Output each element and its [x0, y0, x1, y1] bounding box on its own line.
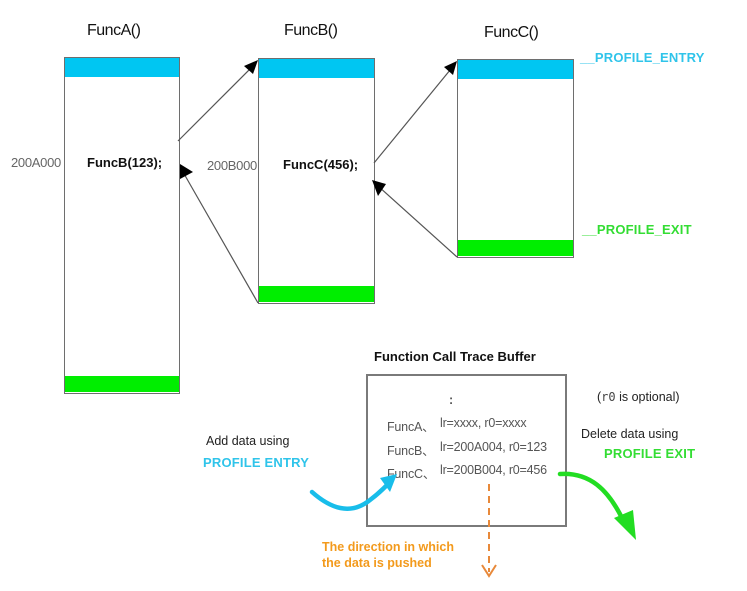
direction-note-line1: The direction in which	[322, 540, 454, 554]
trace-buffer	[366, 374, 567, 527]
call-arrow-a-to-b	[177, 62, 257, 142]
funca-title: FuncA()	[87, 22, 141, 39]
r0-optional-note: (r0 is optional)	[597, 390, 680, 404]
return-arrow-b-to-a	[182, 171, 259, 304]
return-arrow-c-to-b	[377, 185, 458, 258]
r0-register: r0	[601, 390, 616, 404]
add-data-arrowhead-icon	[380, 474, 397, 492]
buffer-row-values: lr=200A004, r0=123	[440, 440, 547, 454]
push-direction-arrowhead-icon	[481, 564, 497, 578]
funcb-frame	[258, 58, 375, 304]
funcc-exit-band	[458, 240, 573, 256]
funcc-frame	[457, 59, 574, 258]
funca-address: 200A000	[11, 155, 61, 170]
add-data-note: Add data using	[206, 434, 290, 448]
funcb-exit-band	[259, 286, 374, 302]
arrowhead-icon	[244, 60, 258, 74]
direction-note-line2: the data is pushed	[322, 556, 432, 570]
funcc-title: FuncC()	[484, 24, 539, 41]
funcb-address: 200B000	[207, 158, 257, 173]
funca-entry-band	[65, 58, 179, 77]
add-data-keyword: PROFILE ENTRY	[203, 455, 310, 470]
delete-data-arrow	[557, 471, 625, 521]
arrowhead-icon	[180, 164, 193, 179]
buffer-row-func: FuncC、	[387, 467, 436, 481]
buffer-title: Function Call Trace Buffer	[374, 349, 536, 364]
buffer-row-values: lr=200B004, r0=456	[440, 463, 547, 477]
delete-data-arrowhead-icon	[614, 510, 636, 540]
funca-frame	[64, 57, 180, 394]
call-arrow-b-to-c	[373, 63, 456, 164]
add-data-arrow	[309, 483, 389, 511]
delete-data-note: Delete data using	[581, 427, 679, 441]
arrowhead-icon	[372, 180, 386, 196]
delete-data-keyword: PROFILE EXIT	[604, 446, 696, 461]
arrowhead-icon	[444, 61, 457, 75]
funcb-title: FuncB()	[284, 22, 338, 39]
profile-exit-label: __PROFILE_EXIT	[582, 222, 692, 237]
buffer-row-func: FuncB、	[387, 444, 435, 458]
funcb-entry-band	[259, 59, 374, 78]
funcc-entry-band	[458, 60, 573, 79]
buffer-row-func: FuncA、	[387, 420, 435, 434]
funcb-call-text: FuncC(456);	[283, 157, 359, 172]
buffer-row-values: lr=xxxx, r0=xxxx	[440, 416, 527, 430]
funca-exit-band	[65, 376, 179, 392]
funca-call-text: FuncB(123);	[87, 155, 163, 170]
buffer-ellipsis: :	[449, 393, 453, 407]
profile-entry-label: __PROFILE_ENTRY	[580, 50, 705, 65]
